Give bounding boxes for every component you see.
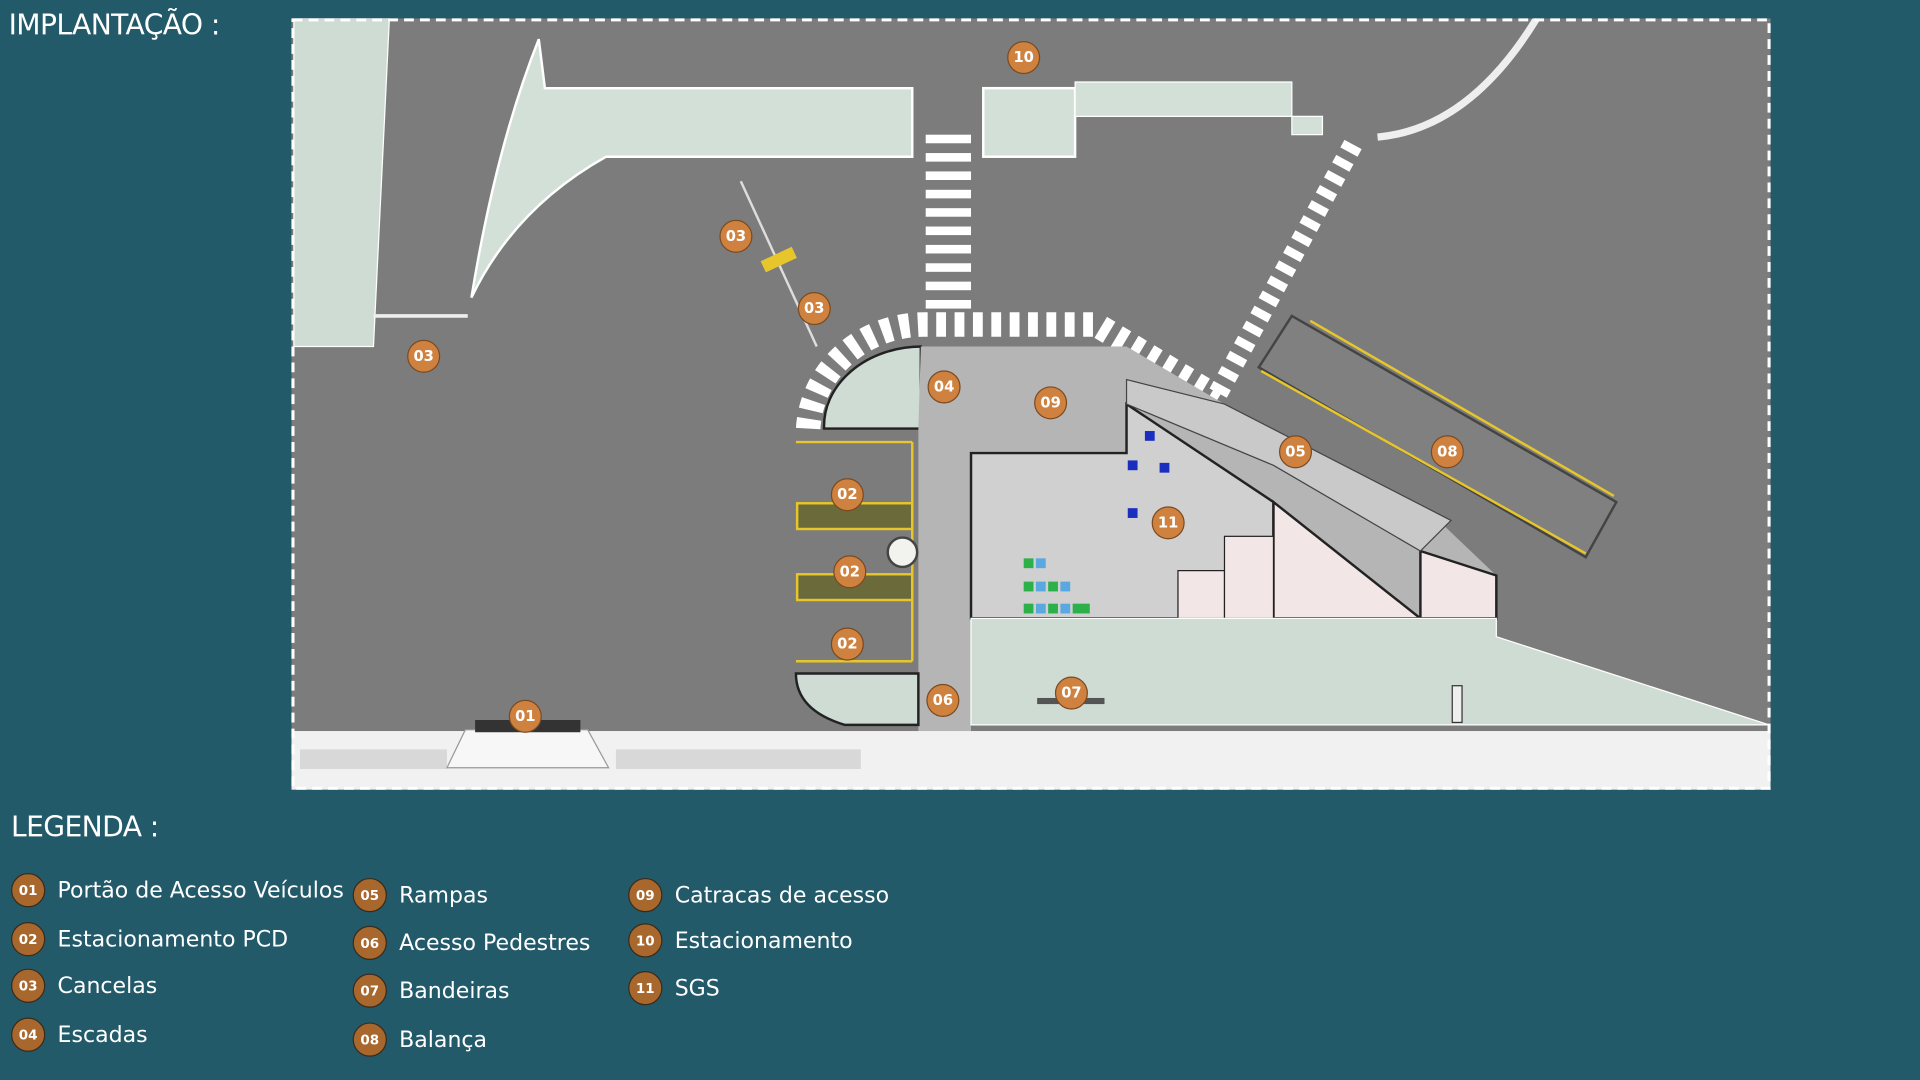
map-marker: 01 <box>508 699 542 733</box>
marker-circle <box>1007 41 1041 75</box>
marker-label: 01 <box>515 708 535 725</box>
legend-number-badge: 04 <box>11 1017 46 1052</box>
crosswalk-arc <box>795 312 1225 430</box>
marker-circle <box>1278 435 1313 469</box>
marker-label: 06 <box>933 692 953 709</box>
gate-ramp <box>445 729 610 769</box>
legend-label: Rampas <box>399 882 488 908</box>
legend-item: 09 Catracas de acesso <box>628 877 890 913</box>
marker-label: 02 <box>837 636 857 653</box>
legend-item: 06 Acesso Pedestres <box>352 925 591 961</box>
map-marker: 06 <box>926 683 960 717</box>
marker-circle <box>830 478 864 512</box>
legend-label: Bandeiras <box>399 977 510 1004</box>
legend-label: Estacionamento <box>674 927 853 954</box>
marker-circle <box>833 555 867 589</box>
marker-circle <box>407 339 441 373</box>
marker-label: 05 <box>1285 443 1305 460</box>
pcd-parking <box>795 440 914 663</box>
legend-label: Estacionamento PCD <box>57 926 289 953</box>
crosswalk-diagonal <box>1203 139 1362 409</box>
map-marker: 03 <box>797 292 831 326</box>
marker-circle <box>1034 386 1068 420</box>
green-strip-left <box>293 18 391 348</box>
marker-circle <box>926 683 960 717</box>
legend-label: Balança <box>399 1026 488 1053</box>
legend-label: Cancelas <box>57 972 158 999</box>
legend-number-badge: 02 <box>11 922 46 957</box>
map-marker: 10 <box>1007 41 1041 75</box>
marker-circle <box>927 370 961 404</box>
marker-circle <box>797 292 831 326</box>
marker-label: 04 <box>934 378 954 395</box>
map-marker: 05 <box>1278 435 1313 469</box>
legend-number-badge: 05 <box>352 877 387 913</box>
map-marker: 07 <box>1054 676 1088 710</box>
legend-number-badge: 10 <box>628 923 663 958</box>
map-marker: 09 <box>1034 386 1068 420</box>
legend-item: 04 Escadas <box>11 1017 148 1052</box>
marker-label: 02 <box>840 563 860 580</box>
marker-circle <box>830 627 864 661</box>
legend-title: LEGENDA : <box>11 811 159 844</box>
legend-item: 05 Rampas <box>352 877 488 913</box>
legend-number-badge: 09 <box>628 877 663 913</box>
green-area-bottom <box>970 617 1770 726</box>
legend-number-badge: 08 <box>352 1022 387 1057</box>
legend-label: Acesso Pedestres <box>399 930 591 956</box>
map-marker: 02 <box>830 478 864 512</box>
legend-number-badge: 07 <box>352 973 387 1008</box>
map-marker: 02 <box>830 627 864 661</box>
legend-label: Catracas de acesso <box>674 882 890 908</box>
legend-item: 10 Estacionamento <box>628 923 853 958</box>
legend-item: 01 Portão de Acesso Veículos <box>11 873 344 908</box>
marker-circle <box>719 219 753 253</box>
map-marker: 03 <box>719 219 753 253</box>
legend-number-badge: 01 <box>11 873 46 908</box>
map-marker: 03 <box>407 339 441 373</box>
marker-circle <box>508 699 542 733</box>
map-marker: 08 <box>1430 435 1464 469</box>
marker-label: 03 <box>726 228 746 245</box>
legend-label: Portão de Acesso Veículos <box>57 877 344 904</box>
site-plan-map: 10 03 03 03 04 09 05 08 02 11 02 02 07 06 01 <box>291 18 1771 790</box>
legend-number-badge: 03 <box>11 968 46 1003</box>
building-parking-entry <box>982 86 1077 158</box>
marker-circle <box>1151 506 1185 540</box>
marker-label: 03 <box>804 300 824 317</box>
legend-number-badge: 11 <box>628 971 663 1006</box>
marker-label: 03 <box>413 348 433 365</box>
marker-label: 09 <box>1040 394 1060 411</box>
legend-label: SGS <box>674 975 720 1002</box>
crosswalk-vertical <box>925 134 972 309</box>
map-border <box>291 18 1771 790</box>
legend-label: Escadas <box>57 1021 148 1048</box>
marker-circle <box>1430 435 1464 469</box>
legend-item: 03 Cancelas <box>11 968 158 1003</box>
marker-circle <box>1054 676 1088 710</box>
legend-item: 08 Balança <box>352 1022 488 1057</box>
green-wedge <box>470 38 914 299</box>
marker-label: 07 <box>1061 685 1081 702</box>
seats <box>1023 431 1170 614</box>
scale-platform <box>1257 314 1618 559</box>
marker-label: 10 <box>1013 49 1033 66</box>
legend-item: 11 SGS <box>628 971 720 1006</box>
map-marker: 04 <box>927 370 961 404</box>
legend-item: 02 Estacionamento PCD <box>11 922 289 957</box>
page-title: IMPLANTAÇÃO : <box>8 9 221 42</box>
map-marker: 02 <box>833 555 867 589</box>
legend-number-badge: 06 <box>352 925 387 961</box>
legend-item: 07 Bandeiras <box>352 973 510 1008</box>
roundabout-tree <box>886 536 919 569</box>
marker-label: 02 <box>837 486 857 503</box>
marker-label: 11 <box>1158 514 1178 531</box>
map-marker: 11 <box>1151 506 1185 540</box>
marker-label: 08 <box>1437 443 1457 460</box>
